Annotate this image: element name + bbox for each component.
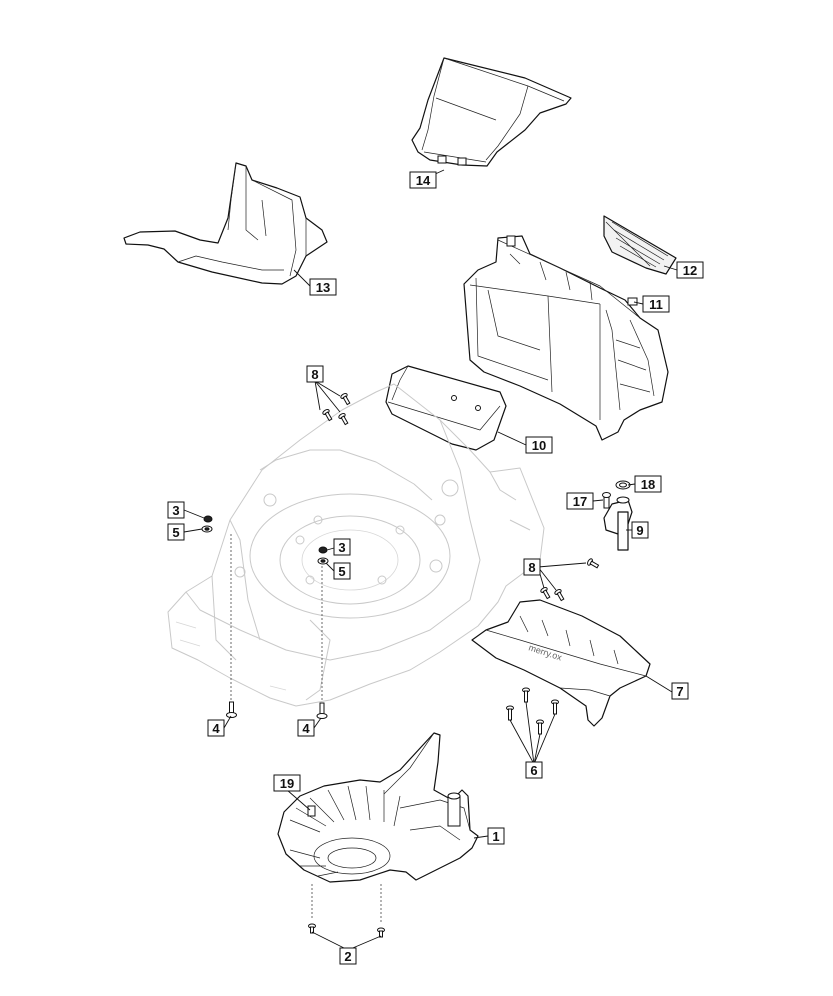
callout-8-upper: 8 <box>306 365 324 383</box>
callout-10: 10 <box>525 436 553 454</box>
svg-text:6: 6 <box>530 763 537 778</box>
svg-text:11: 11 <box>649 297 663 312</box>
part-17-screw <box>602 492 611 509</box>
part-5-washer-center <box>317 557 329 565</box>
callout-4-left: 4 <box>207 719 225 737</box>
svg-text:5: 5 <box>172 525 179 540</box>
svg-text:3: 3 <box>172 503 179 518</box>
callout-17: 17 <box>566 492 594 510</box>
part-14-rear-guard <box>411 57 572 167</box>
callout-14: 14 <box>409 171 437 189</box>
callout-6: 6 <box>525 761 543 779</box>
part-7-skid-plate: merry.ox <box>471 599 651 727</box>
svg-text:4: 4 <box>212 721 220 736</box>
svg-text:7: 7 <box>676 684 683 699</box>
part-3-nut-center <box>318 546 328 554</box>
callout-2: 2 <box>339 947 357 965</box>
svg-text:14: 14 <box>416 173 431 188</box>
callout-4-center: 4 <box>297 719 315 737</box>
svg-text:3: 3 <box>338 540 345 555</box>
callout-3-center: 3 <box>333 538 351 556</box>
callout-7: 7 <box>671 682 689 700</box>
part-5-washer-left <box>201 525 213 533</box>
callout-11: 11 <box>642 295 670 313</box>
part-2-screws <box>308 923 385 938</box>
svg-text:1: 1 <box>492 829 499 844</box>
part-8-screws-upper <box>322 393 351 426</box>
svg-text:9: 9 <box>636 523 643 538</box>
part-4-bolt-left <box>226 701 237 718</box>
part-8-screws-lower <box>540 558 600 602</box>
part-18-ring <box>615 480 631 490</box>
part-1-baffle <box>277 732 479 883</box>
callout-5-left: 5 <box>167 523 185 541</box>
callout-13: 13 <box>309 278 337 296</box>
callout-9: 9 <box>631 521 649 539</box>
callout-1: 1 <box>487 827 505 845</box>
callout-19: 19 <box>273 774 301 792</box>
svg-text:17: 17 <box>573 494 587 509</box>
callout-8-lower: 8 <box>523 558 541 576</box>
part-3-nut-left <box>203 515 213 523</box>
assembly-lines <box>230 534 382 924</box>
part-10-top-cover <box>385 365 507 451</box>
svg-text:4: 4 <box>302 721 310 736</box>
svg-text:10: 10 <box>532 438 546 453</box>
part-13-handle-cover <box>123 162 328 285</box>
svg-text:19: 19 <box>280 776 294 791</box>
svg-text:12: 12 <box>683 263 697 278</box>
callout-18: 18 <box>634 475 662 493</box>
svg-text:18: 18 <box>641 477 655 492</box>
svg-text:8: 8 <box>311 367 318 382</box>
callout-12: 12 <box>676 261 704 279</box>
part-4-bolt-center <box>316 702 328 719</box>
part-11-collector-frame <box>463 235 669 441</box>
callout-5-center: 5 <box>333 562 351 580</box>
svg-text:8: 8 <box>528 560 535 575</box>
svg-text:5: 5 <box>338 564 345 579</box>
svg-text:2: 2 <box>344 949 351 964</box>
svg-text:13: 13 <box>316 280 330 295</box>
part-9-adjuster-post <box>603 496 633 551</box>
part-12-grille <box>603 215 677 275</box>
callout-3-left: 3 <box>167 501 185 519</box>
